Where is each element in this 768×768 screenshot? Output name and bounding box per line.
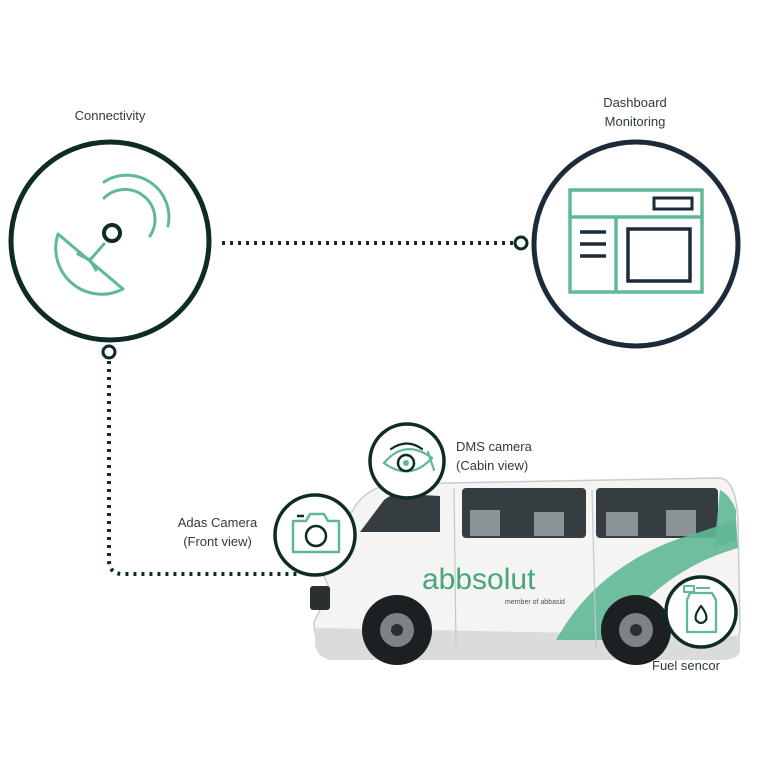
rear-wheel <box>601 595 671 665</box>
adas-camera-label: Adas Camera (Front view) <box>160 513 275 551</box>
dashboard-label-line-1: Dashboard <box>603 95 667 110</box>
adas-camera-node <box>273 493 357 577</box>
camera-icon <box>291 512 341 554</box>
connectivity-node <box>8 139 212 343</box>
dms-camera-label: DMS camera (Cabin view) <box>456 437 566 475</box>
dms-camera-label-line-2: (Cabin view) <box>456 458 529 473</box>
dms-camera-node <box>368 422 446 500</box>
front-wheel <box>362 595 432 665</box>
dashboard-node <box>531 139 741 349</box>
dashboard-window-icon <box>568 188 704 294</box>
fuel-sensor-node <box>664 575 738 649</box>
connector-connectivity-dashboard <box>222 235 529 251</box>
fuel-sensor-label: Fuel sencor <box>652 656 752 675</box>
satellite-dish-icon <box>54 173 171 296</box>
van-illustration: abbsolut member of abbasid <box>310 477 741 665</box>
fuel-sensor-label-line-1: Fuel sencor <box>652 658 720 673</box>
dashboard-label: Dashboard Monitoring <box>570 93 700 131</box>
adas-camera-label-line-2: (Front view) <box>183 534 252 549</box>
van-brand-logo: abbsolut <box>422 563 536 596</box>
van-brand-tagline: member of abbasid <box>505 599 565 606</box>
fuel-canister-icon <box>683 585 718 634</box>
dms-camera-label-line-1: DMS camera <box>456 439 532 454</box>
eye-icon <box>382 442 436 473</box>
connectivity-label-line-1: Connectivity <box>74 108 146 123</box>
connector-connectivity-adas <box>101 344 300 576</box>
connectivity-label: Connectivity <box>40 106 180 125</box>
adas-camera-label-line-1: Adas Camera <box>177 515 258 530</box>
dashboard-label-line-2: Monitoring <box>604 114 666 129</box>
